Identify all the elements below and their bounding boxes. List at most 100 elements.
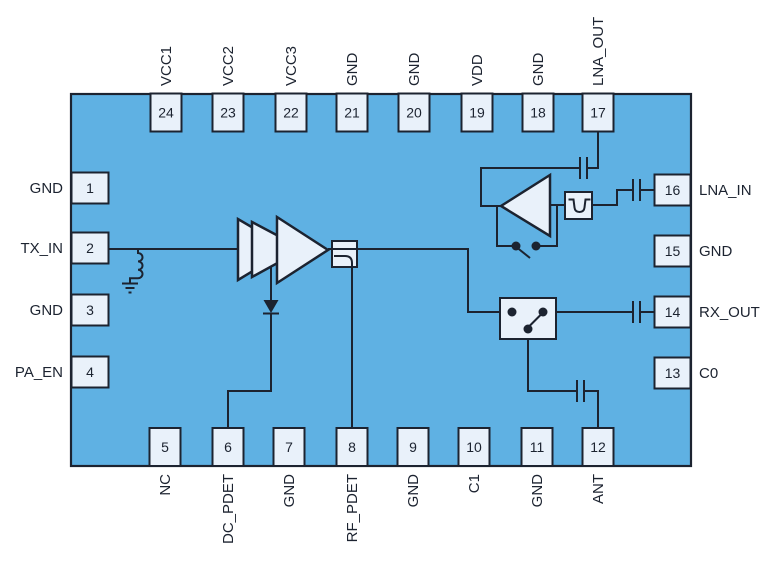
pin-10-pad	[457, 427, 491, 467]
pin-label-left-3: PA_EN	[15, 364, 63, 381]
pin-12-pad	[581, 427, 615, 467]
pin-17: 17 LNA_OUT	[581, 17, 615, 133]
pin-number: 6	[224, 439, 232, 455]
pin-17-pad	[581, 92, 615, 133]
pin-13: 13 C0	[653, 356, 718, 390]
pin-label-top-4: GND	[406, 53, 423, 87]
pin-14-pad	[653, 295, 692, 329]
pin-8-pad	[335, 427, 369, 467]
pin-20-pad	[397, 92, 431, 133]
pin-label-top-5: VDD	[469, 54, 486, 86]
pin-label-right-2: RX_OUT	[699, 304, 760, 321]
dc-blocking-capacitor-lna-out	[480, 128, 599, 207]
pin-3-pad	[70, 293, 110, 327]
pin-9-pad	[396, 427, 430, 467]
pin-label-top-7: LNA_OUT	[590, 17, 607, 86]
pin-number: 23	[220, 105, 236, 121]
pin-number: 9	[409, 439, 417, 455]
tx-to-switch-wire	[357, 248, 512, 313]
band-pass-filter	[564, 191, 593, 220]
pin-label-bottom-5: C1	[466, 474, 483, 493]
pin-4: 4 PA_EN	[15, 355, 110, 389]
pin-5: 5NC	[148, 427, 182, 496]
pin-label-top-3: GND	[344, 53, 361, 87]
pin-14: 14 RX_OUT	[653, 295, 760, 329]
pin-18: 18 GND	[521, 53, 555, 133]
pin-13-pad	[653, 356, 692, 390]
pin-19: 19 VDD	[460, 54, 494, 133]
pin-label-bottom-2: GND	[281, 474, 298, 508]
pin-8: 8RF_PDET	[335, 427, 369, 542]
pin-number: 10	[466, 439, 482, 455]
pin-20: 20 GND	[397, 53, 431, 133]
pin-24: 24 VCC1	[149, 46, 183, 133]
pin-label-top-1: VCC2	[220, 46, 237, 86]
pin-24-pad	[149, 92, 183, 133]
three-stage-power-amplifier	[236, 214, 331, 286]
pin-22: 22 VCC3	[274, 46, 308, 133]
pin-number: 5	[161, 439, 169, 455]
pin-2: 2TX_IN	[20, 231, 110, 265]
pin-4-pad	[70, 355, 110, 389]
pin-label-right-3: C0	[699, 365, 718, 382]
pin-number: 14	[665, 304, 681, 320]
pins-layer: 24VCC123VCC222VCC321GND20GND19VDD18GND17…	[15, 17, 760, 544]
pin-number: 18	[530, 105, 546, 121]
pin-label-left-1: TX_IN	[20, 240, 63, 257]
pin-6-pad	[211, 427, 245, 467]
dc-blocking-capacitor-rx-out	[543, 301, 660, 323]
pin-16-pad	[653, 173, 692, 207]
pin-label-bottom-6: GND	[529, 474, 546, 508]
pin-23: 23 VCC2	[211, 46, 245, 133]
pin-number: 22	[283, 105, 299, 121]
pin-number: 12	[590, 439, 606, 455]
pin-2-pad	[70, 231, 110, 265]
pin-number: 19	[469, 105, 485, 121]
pin-label-top-6: GND	[530, 53, 547, 87]
pin-number: 4	[86, 364, 94, 380]
pin-number: 17	[590, 105, 606, 121]
directional-coupler	[331, 240, 358, 268]
lna-bypass-switch	[496, 205, 558, 259]
pin-18-pad	[521, 92, 555, 133]
chip-body	[69, 92, 693, 468]
pin-19-pad	[460, 92, 494, 133]
pin-number: 15	[665, 243, 681, 259]
pin-label-bottom-0: NC	[157, 474, 174, 496]
pin-number: 24	[158, 105, 174, 121]
pin-label-top-0: VCC1	[158, 46, 175, 86]
shunt-inductor	[129, 249, 144, 283]
pin-21-pad	[335, 92, 369, 133]
rf-ground-symbol	[122, 282, 138, 294]
pin-number: 8	[348, 439, 356, 455]
pin-label-bottom-1: DC_PDET	[220, 474, 237, 544]
pin-label-bottom-3: RF_PDET	[344, 474, 361, 542]
pin-15-pad	[653, 234, 692, 268]
pin-6: 6DC_PDET	[211, 427, 245, 544]
pin-number: 7	[285, 439, 293, 455]
pin-22-pad	[274, 92, 308, 133]
pin-23-pad	[211, 92, 245, 133]
pin-label-bottom-7: ANT	[590, 474, 607, 504]
dc-blocking-capacitor-ant	[527, 331, 599, 432]
pin-label-right-0: LNA_IN	[699, 182, 752, 199]
pin-11-pad	[520, 427, 554, 467]
pin-number: 20	[406, 105, 422, 121]
pin-number: 3	[86, 302, 94, 318]
pin-number: 13	[665, 365, 681, 381]
pin-7-pad	[272, 427, 306, 467]
pin-5-pad	[148, 427, 182, 467]
pin-label-top-2: VCC3	[283, 46, 300, 86]
pin-1-pad	[70, 171, 110, 205]
pin-label-left-0: GND	[30, 180, 64, 197]
